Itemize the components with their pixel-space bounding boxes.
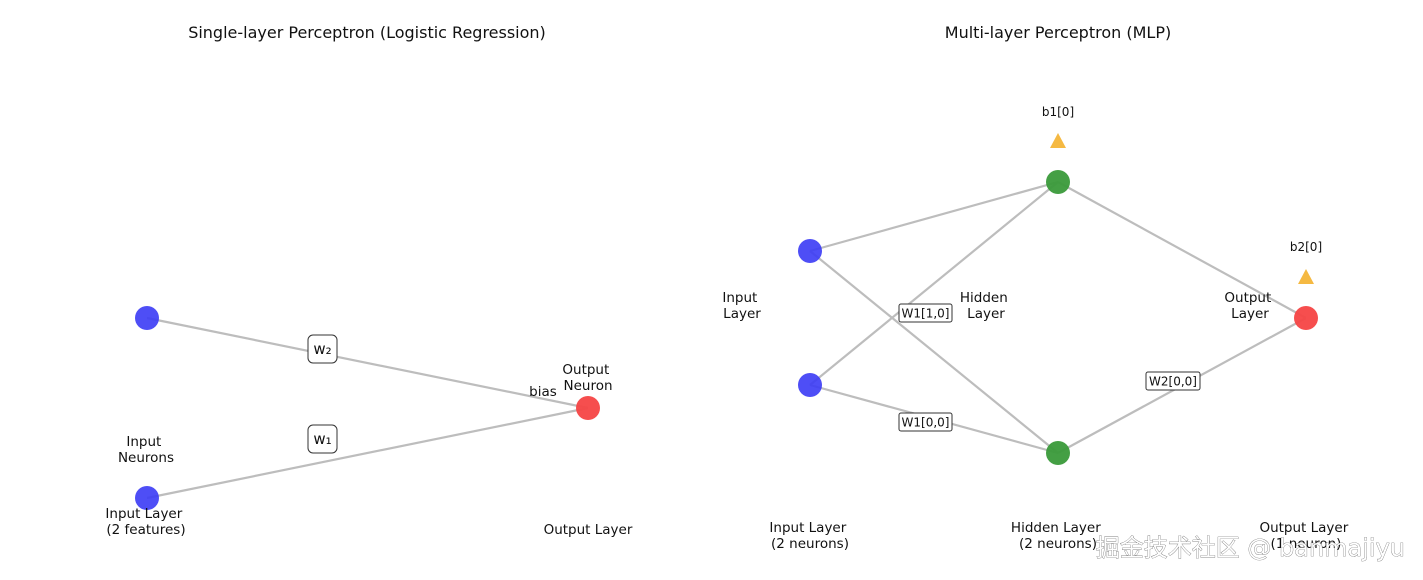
bias-hidden-triangle [1050, 133, 1066, 148]
edge-in2-h1 [809, 181, 1059, 386]
bias-hidden-label: b1[0] [1042, 105, 1074, 119]
output-layer-caption: Output Layer [544, 522, 633, 538]
svg-text:W1[1,0]: W1[1,0] [902, 307, 950, 321]
output-neuron-label: Output Neuron [562, 362, 613, 394]
mlp-hidden-neuron-2 [1046, 441, 1070, 465]
watermark: 掘金技术社区 @ banmajiyu [1096, 534, 1405, 562]
mlp-title: Multi-layer Perceptron (MLP) [945, 23, 1171, 42]
mlp-input-neuron-2 [798, 373, 822, 397]
weight-label-w1-00: W1[0,0] [898, 412, 953, 432]
weight-label-w2: w₂ [307, 334, 338, 364]
output-neuron [576, 396, 600, 420]
edge-in1-h2 [809, 250, 1059, 454]
bias-output-label: b2[0] [1290, 240, 1322, 254]
weight-label-w2-00: W2[0,0] [1145, 371, 1201, 391]
input-neurons-label: Input Neurons [118, 434, 174, 466]
mlp-output-neuron [1294, 306, 1318, 330]
edge-x1-output [146, 406, 589, 500]
svg-text:w₁: w₁ [313, 430, 331, 448]
edge-h1-out [1057, 181, 1307, 319]
mlp-hidden-neuron-1 [1046, 170, 1070, 194]
input-neuron-x2 [135, 306, 159, 330]
input-neuron-x1 [135, 486, 159, 510]
weight-label-w1-10: W1[1,0] [898, 303, 953, 323]
bias-output-triangle [1298, 269, 1314, 284]
mlp-input-neuron-1 [798, 239, 822, 263]
mlp-output-layer-label: Output Layer [1224, 290, 1275, 322]
mlp-output-caption: Output Layer (1 neuron) [1259, 520, 1352, 552]
mlp-hidden-layer-label: Hidden Layer [960, 290, 1012, 322]
bias-label: bias [529, 384, 557, 400]
mlp-input-caption: Input Layer (2 neurons) [769, 520, 850, 552]
single-layer-panel: Single-layer Perceptron (Logistic Regres… [105, 23, 632, 538]
input-layer-caption: Input Layer (2 features) [105, 506, 186, 538]
svg-text:W1[0,0]: W1[0,0] [902, 416, 950, 430]
mlp-hidden-caption: Hidden Layer (2 neurons) [1011, 520, 1105, 552]
edge-x2-output [146, 316, 589, 410]
svg-text:W2[0,0]: W2[0,0] [1149, 375, 1197, 389]
mlp-input-layer-label: Input Layer [722, 290, 761, 322]
edge-in1-h1 [809, 180, 1059, 253]
single-layer-title: Single-layer Perceptron (Logistic Regres… [188, 23, 546, 42]
svg-text:w₂: w₂ [313, 340, 331, 358]
weight-label-w1: w₁ [307, 424, 338, 454]
mlp-panel: Multi-layer Perceptron (MLP) W1[1,0] W1[… [722, 23, 1352, 552]
